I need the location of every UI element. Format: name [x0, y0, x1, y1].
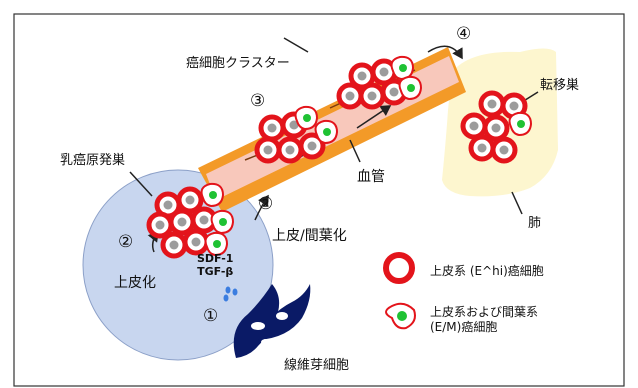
cell-nucleus [367, 91, 377, 101]
cell-nucleus [469, 121, 479, 131]
cell-nucleus [169, 240, 179, 250]
cell-nucleus [491, 123, 501, 133]
cell-nucleus [289, 120, 299, 130]
cell-nucleus [213, 240, 221, 248]
cell-nucleus [209, 191, 217, 199]
cell-nucleus [219, 218, 227, 226]
cell-nucleus [307, 141, 317, 151]
lung-label: 肺 [528, 216, 542, 231]
emt-label: 上皮/間葉化 [272, 228, 347, 244]
cell-nucleus [517, 120, 525, 128]
cell-nucleus [379, 67, 389, 77]
cell-nucleus [487, 99, 497, 109]
cell-nucleus [185, 195, 195, 205]
cell-nucleus [477, 143, 487, 153]
fibroblast-label: 線維芽細胞 [284, 358, 350, 373]
cell-nucleus [263, 145, 273, 155]
cell-nucleus [303, 114, 311, 122]
cell-nucleus [199, 215, 209, 225]
legend-em-label-line2: (E/M)癌細胞 [430, 320, 498, 334]
cell-nucleus [499, 145, 509, 155]
met-label: 上皮化 [114, 275, 156, 291]
primary-label: 乳癌原発巣 [60, 153, 126, 168]
step-1-marker: ① [203, 306, 219, 326]
cell-nucleus [285, 145, 295, 155]
cluster-label: 癌細胞クラスター [186, 56, 290, 71]
fibroblast-cells [233, 284, 311, 358]
cell-nucleus [267, 123, 277, 133]
cell-nucleus [407, 84, 415, 92]
cell-nucleus [357, 71, 367, 81]
cancer-cells [146, 55, 533, 259]
legend-epithelial-label: 上皮系 (E^hi)癌細胞 [430, 264, 544, 278]
factor-dots [223, 286, 238, 302]
vessel-label: 血管 [357, 169, 385, 185]
step-2-marker-primary: ② [118, 232, 134, 252]
cell-nucleus [155, 220, 165, 230]
step-2-marker-vessel: ② [258, 194, 274, 214]
cell-nucleus [399, 64, 407, 72]
metastasis-label: 転移巣 [540, 78, 580, 93]
cell-nucleus [509, 101, 519, 111]
legend-symbols [383, 252, 416, 330]
cell-nucleus [177, 217, 187, 227]
cell-nucleus [163, 200, 173, 210]
cell-nucleus [345, 91, 355, 101]
step-3-marker: ③ [250, 91, 266, 111]
step-4-marker: ④ [456, 24, 472, 44]
cell-nucleus [191, 237, 201, 247]
cell-nucleus [323, 128, 331, 136]
legend-em-label-line1: 上皮系および間葉系 [430, 305, 539, 319]
factors-label: SDF-1 TGF-β [197, 252, 234, 278]
cell-nucleus [389, 87, 399, 97]
